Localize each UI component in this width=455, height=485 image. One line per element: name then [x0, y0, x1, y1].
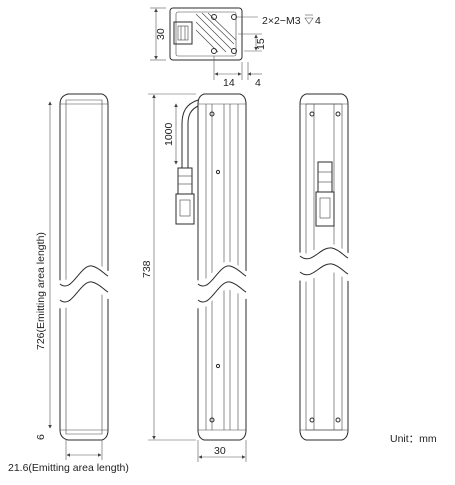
screw-icon: [309, 111, 315, 117]
mounting-hole: [211, 14, 217, 20]
overall-length-label: 738: [141, 260, 153, 278]
mounting-hole: [231, 48, 237, 54]
cable-length-label: 1000: [163, 122, 175, 146]
screw-icon: [215, 169, 221, 175]
depth-symbol-icon: [304, 14, 314, 25]
top-dim-hole-offset: 15: [255, 38, 267, 50]
top-view: 30 15 2×2−M3 4 14 4: [150, 7, 321, 89]
cable: [181, 99, 199, 168]
side-width-label: 30: [214, 445, 226, 457]
emitting-length-label: 726(Emitting area length): [35, 232, 47, 350]
side-view: 738 1000 30: [141, 93, 250, 462]
end-margin-label: 6: [35, 434, 47, 440]
screw-icon: [335, 111, 341, 117]
thread-depth: 4: [315, 15, 321, 27]
mounting-hole: [211, 48, 217, 54]
cable-connector: [177, 167, 193, 195]
unit-label: Unit：mm: [390, 433, 437, 445]
top-dim-width-a: 14: [223, 77, 235, 89]
thread-note: 2×2−M3: [262, 15, 301, 27]
screw-icon: [215, 363, 221, 369]
screw-icon: [209, 111, 215, 117]
back-connector: [317, 161, 333, 193]
screw-icon: [309, 417, 315, 423]
top-dim-height: 30: [155, 28, 167, 40]
top-dim-width-b: 4: [255, 77, 261, 89]
screw-icon: [335, 417, 341, 423]
back-view: [296, 93, 352, 441]
front-view: 726(Emitting area length) 6 21.6(Emittin…: [8, 93, 129, 474]
screw-icon: [209, 417, 215, 423]
emitting-width-label: 21.6(Emitting area length): [8, 462, 129, 474]
